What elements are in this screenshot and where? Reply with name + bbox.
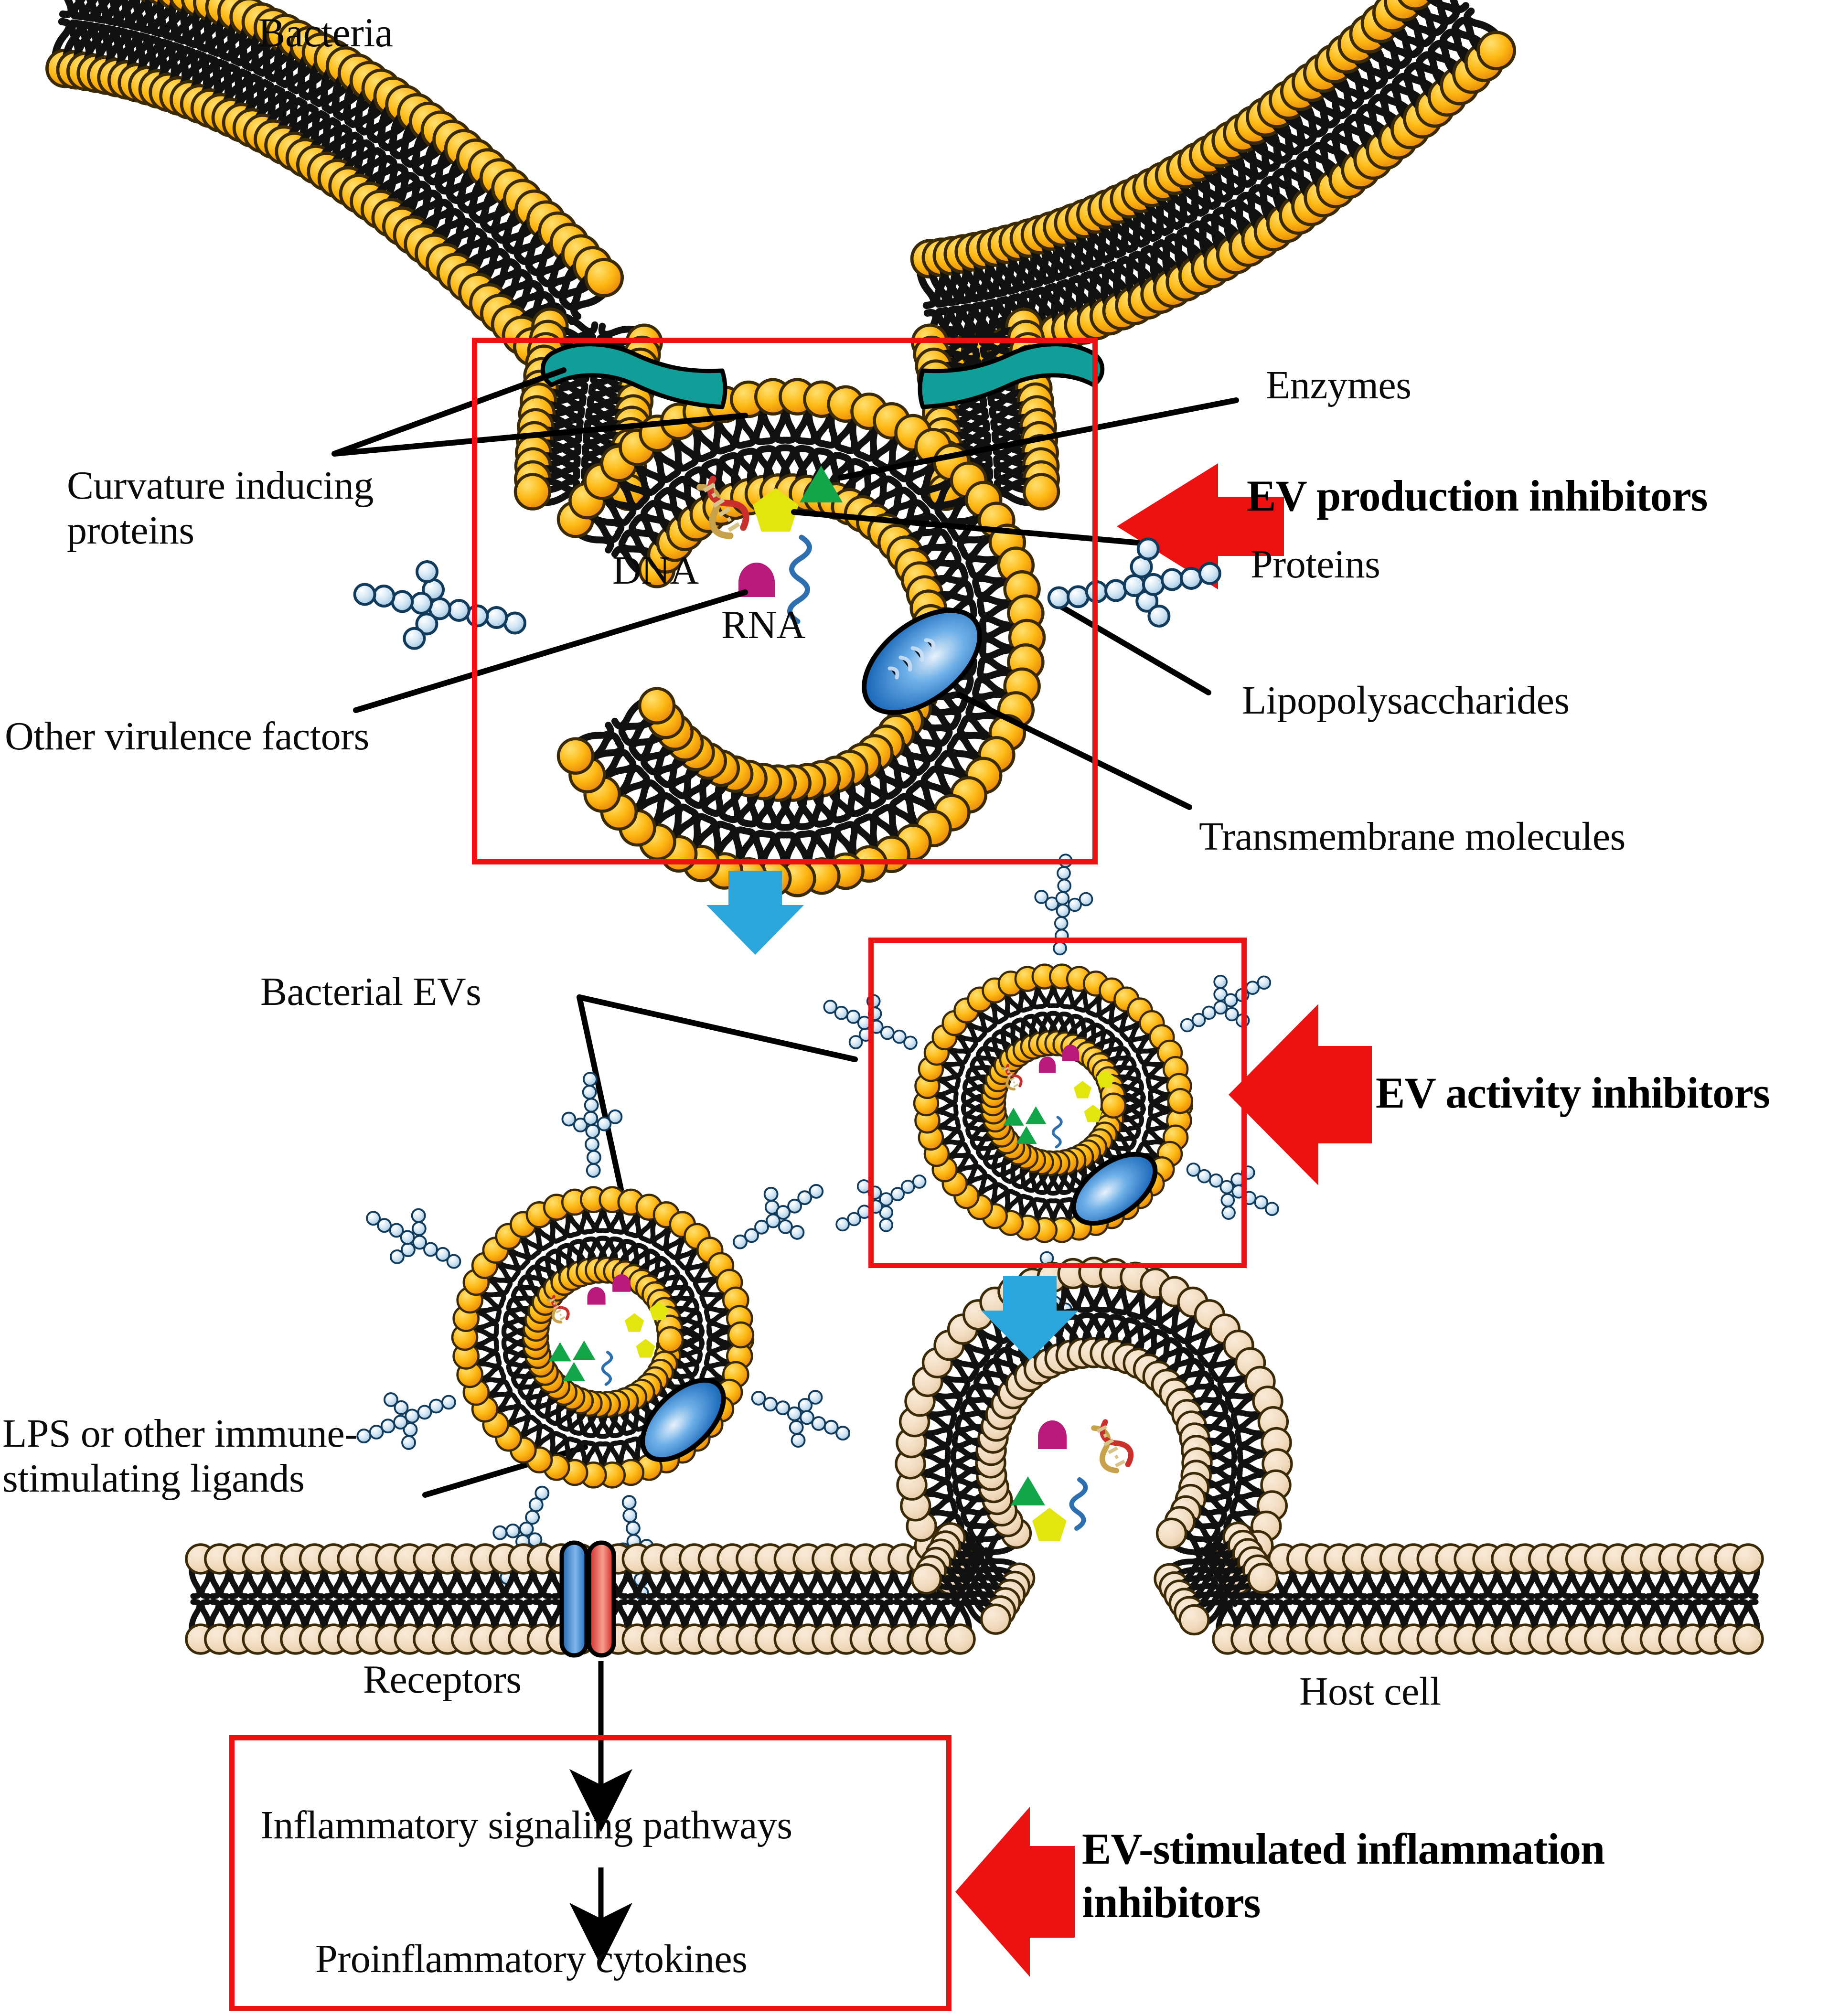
rna-icon [787, 534, 812, 624]
virulence-factor-icon [738, 563, 775, 597]
virulence-factor-icon [1038, 1056, 1056, 1073]
rna-icon [601, 1351, 613, 1386]
protein-icon [1096, 1070, 1114, 1088]
lps-icon [733, 1184, 824, 1249]
enzyme-icon [548, 1342, 571, 1362]
virulence-factor-icon [612, 1274, 631, 1292]
lps-icon [356, 1392, 456, 1450]
protein-icon [624, 1313, 644, 1332]
label-transmembrane-molecules: Transmembrane molecules [1199, 814, 1625, 859]
label-other-virulence-factors: Other virulence factors [5, 714, 369, 758]
lps-icon [1034, 853, 1093, 956]
protein-icon [1084, 1105, 1102, 1122]
transmembrane-molecule-icon [1071, 1152, 1158, 1226]
enzyme-icon [563, 1362, 586, 1381]
flow-arrow-ev-to-hostcell [981, 1276, 1079, 1360]
label-lps-or-other-ligands: LPS or other immune- stimulating ligands [2, 1411, 358, 1501]
lps-icon [1047, 537, 1221, 628]
curvature-protein-icon [540, 342, 1105, 409]
dna-icon [696, 475, 749, 539]
ev-vesicle-free [356, 1072, 851, 1600]
label-rna: RNA [721, 603, 805, 647]
ev-cargo [546, 1274, 669, 1386]
rna-icon [1051, 1116, 1063, 1149]
protein-icon [649, 1301, 669, 1321]
label-lipopolysaccharides: Lipopolysaccharides [1242, 678, 1570, 723]
label-proinflammatory-cytokines: Proinflammatory cytokines [315, 1937, 748, 1981]
transmembrane-molecule-icon [862, 608, 982, 715]
enzyme-icon [1016, 1126, 1037, 1144]
protein-icon [1073, 1081, 1092, 1099]
label-bacterial-evs: Bacterial EVs [260, 970, 481, 1014]
receptor-icon[interactable] [559, 1540, 616, 1658]
label-bacteria: Bacteria [258, 10, 393, 55]
label-host-cell: Host cell [1299, 1669, 1441, 1714]
red-arrow-ev-activity [1229, 1004, 1372, 1185]
red-arrow-inflammation [955, 1807, 1075, 1977]
red-arrow-ev-production [1117, 463, 1284, 589]
inflammation-box [229, 1735, 952, 2011]
virulence-factor-icon [1062, 1045, 1080, 1061]
caption-ev-activity-inhibitors: EV activity inhibitors [1376, 1068, 1770, 1117]
caption-ev-stimulated-inflammation-inhibitors: EV-stimulated inflammation inhibitors [1082, 1824, 1605, 1927]
label-proteins: Proteins [1251, 542, 1380, 587]
endocytosed-vesicle [895, 1257, 1293, 1636]
label-inflammatory-signaling-pathways: Inflammatory signaling pathways [260, 1803, 792, 1847]
virulence-factor-icon [587, 1287, 606, 1305]
lps-icon [353, 560, 526, 650]
label-receptors: Receptors [363, 1657, 522, 1702]
ev-production-box [472, 338, 1098, 864]
protein-icon [753, 488, 799, 532]
flow-arrow-budding-to-ev [706, 871, 804, 955]
transmembrane-molecule-icon [640, 1377, 726, 1462]
lps-icon [561, 1072, 623, 1178]
lps-icon [751, 1390, 851, 1448]
ev-vesicle-boxed [823, 853, 1279, 1353]
lps-icon [1186, 1163, 1279, 1220]
endocytosed-cargo [1011, 1419, 1134, 1541]
bacteria-membrane [45, 0, 1517, 377]
enzyme-icon [573, 1340, 596, 1360]
ev-activity-box [868, 938, 1247, 1268]
dna-icon [1001, 1064, 1023, 1091]
lps-icon [366, 1208, 461, 1269]
dna-icon [546, 1295, 570, 1324]
protein-icon [636, 1339, 655, 1358]
host-cell-membrane [185, 1543, 1764, 1655]
label-dna: DNA [612, 548, 699, 593]
ev-cargo [1001, 1045, 1114, 1149]
enzyme-icon [1003, 1108, 1024, 1126]
enzyme-icon [1025, 1106, 1047, 1124]
label-curvature-inducing-proteins: Curvature inducing proteins [67, 463, 374, 553]
lps-icon [835, 1174, 927, 1232]
caption-ev-production-inhibitors: EV production inhibitors [1247, 471, 1708, 520]
label-enzymes: Enzymes [1266, 363, 1411, 407]
enzyme-icon [800, 466, 843, 502]
